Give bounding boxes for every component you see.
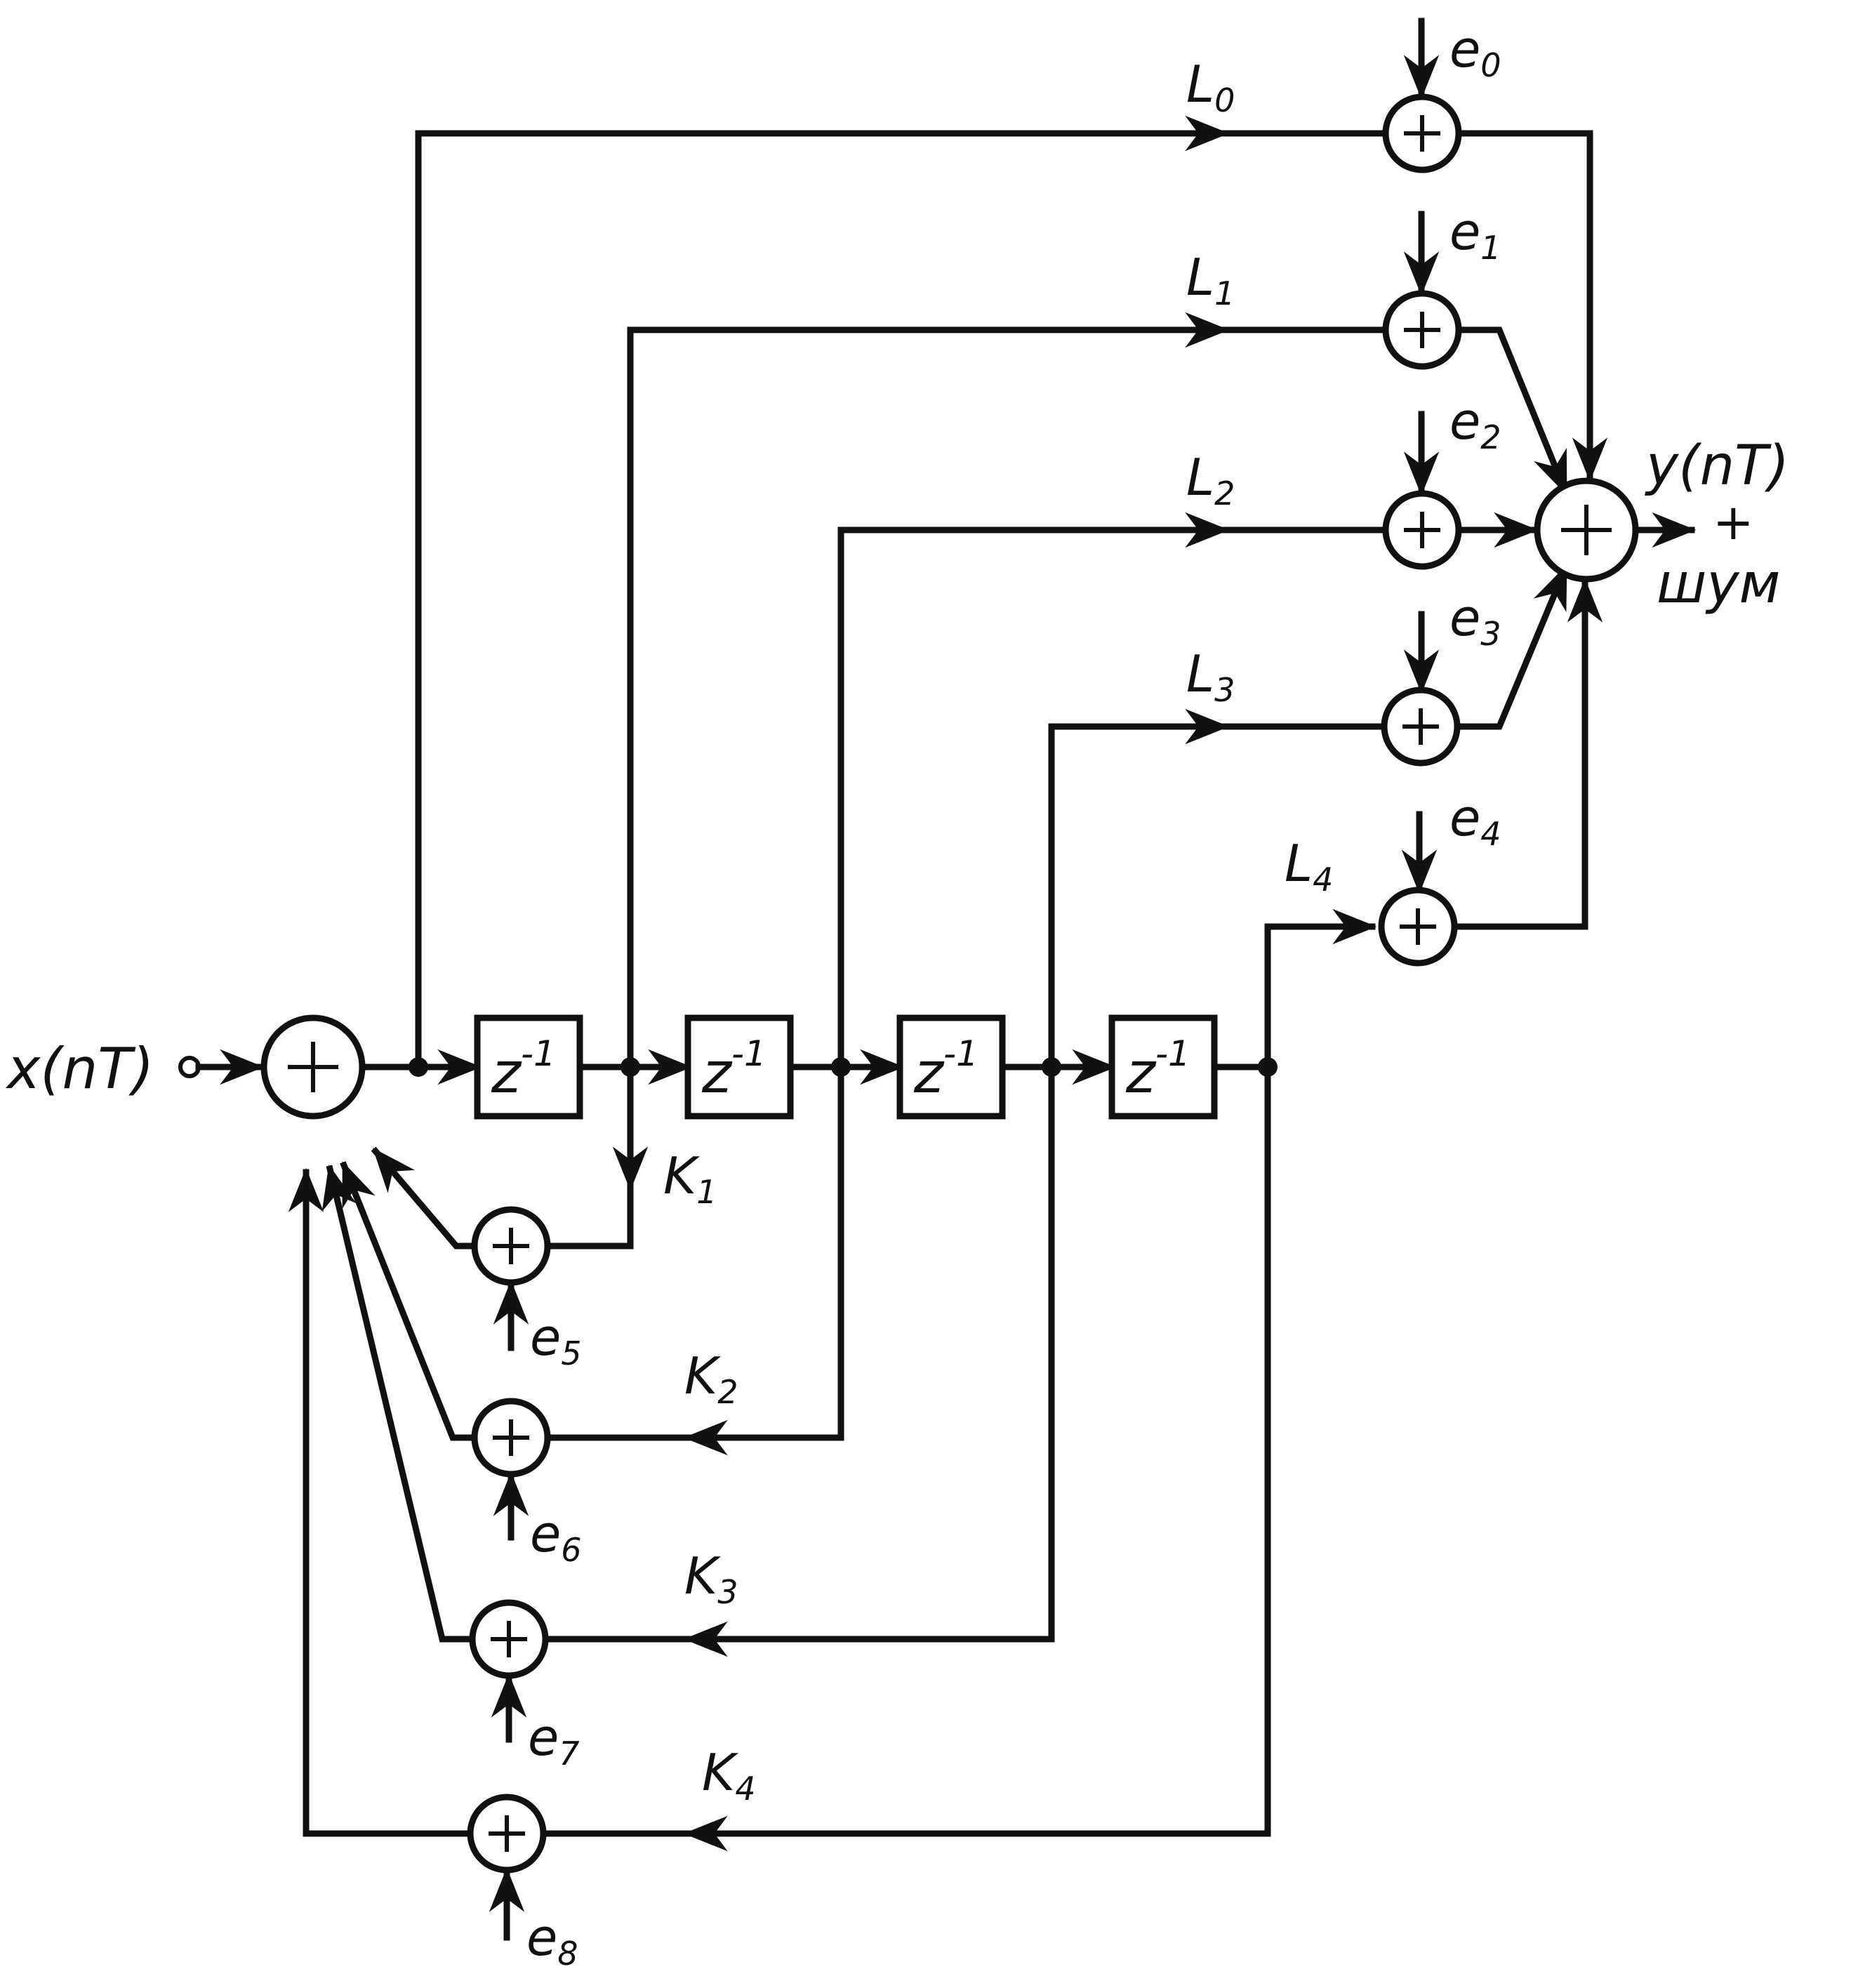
- wire-tap-L3: [1048, 708, 1230, 1071]
- delay-exp: -1: [1155, 1033, 1190, 1074]
- wire-tap-K3: [683, 1063, 1055, 1657]
- noise-adder-e2: [1382, 490, 1462, 570]
- delay-block: z-1: [896, 1014, 1006, 1120]
- output-adder: [1534, 477, 1639, 583]
- output-label-line3: шум: [1657, 552, 1780, 616]
- noise-adder-e8: [467, 1794, 547, 1874]
- svg-text:z-1: z-1: [1125, 1033, 1190, 1106]
- noise-label-e5: e5: [530, 1308, 582, 1372]
- junction-dots: [409, 1057, 1278, 1077]
- coeff-L0: L0: [1186, 55, 1235, 119]
- delay-block: z-1: [1108, 1014, 1218, 1120]
- coeff-L1: L1: [1186, 248, 1235, 312]
- delay-exp: -1: [731, 1033, 767, 1074]
- output-label-line2: +: [1713, 493, 1754, 551]
- wire-tap-K2: [683, 1063, 844, 1456]
- junction-dot: [409, 1057, 428, 1077]
- wire-K3-to-input: [321, 1164, 475, 1643]
- wire-L1-to-output: [1455, 326, 1570, 496]
- delay-base: z: [1125, 1040, 1157, 1106]
- wire-K1-to-input: [371, 1146, 477, 1250]
- wire-L0-to-output: [1455, 130, 1608, 482]
- coeff-L3: L3: [1186, 644, 1235, 709]
- delay-exp: -1: [521, 1033, 556, 1074]
- noise-label-e6: e6: [530, 1504, 582, 1569]
- coeff-K4: K4: [702, 1743, 756, 1808]
- output-label: y(nT) + шум: [1645, 435, 1789, 616]
- delay-block: z-1: [474, 1014, 583, 1120]
- delay-base: z: [701, 1040, 733, 1106]
- noise-adder-e0: [1382, 93, 1462, 173]
- noise-adder-e7: [469, 1599, 549, 1679]
- coeff-L2: L2: [1186, 448, 1235, 512]
- noise-label-e8: e8: [526, 1908, 578, 1973]
- junction-dot: [1042, 1057, 1061, 1077]
- coeff-L4: L4: [1285, 834, 1333, 899]
- delay-base: z: [913, 1040, 945, 1106]
- wire-tap-L4: [1264, 908, 1377, 1071]
- delay-exp: -1: [943, 1033, 978, 1074]
- svg-text:z-1: z-1: [701, 1033, 767, 1106]
- wire-L4-to-output: [1449, 578, 1603, 930]
- noise-label-e0: e0: [1449, 20, 1501, 84]
- delay-block: z-1: [684, 1014, 794, 1120]
- noise-label-e4: e4: [1449, 788, 1501, 853]
- output-label-line1: y(nT): [1645, 435, 1789, 498]
- wire-tap-L0: [415, 115, 1230, 1071]
- wire-L3-to-output: [1455, 564, 1570, 730]
- wire-tap-L1: [627, 312, 1230, 1071]
- junction-dot: [621, 1057, 640, 1077]
- svg-text:z-1: z-1: [913, 1033, 978, 1106]
- noise-adder-e3: [1381, 687, 1461, 767]
- svg-text:z-1: z-1: [491, 1033, 556, 1106]
- noise-label-e2: e2: [1449, 392, 1501, 456]
- noise-adder-e4: [1378, 887, 1458, 967]
- signal-wires: [178, 18, 1697, 1941]
- coeff-K3: K3: [684, 1546, 738, 1611]
- junction-dot: [1258, 1057, 1278, 1077]
- wire-tap-K4: [683, 1063, 1271, 1852]
- input-adder: [260, 1014, 366, 1120]
- coeff-K1: K1: [663, 1146, 717, 1211]
- wire-tap-L2: [837, 512, 1230, 1071]
- wire-K2-to-input: [340, 1161, 477, 1441]
- delay-base: z: [491, 1040, 522, 1106]
- junction-dot: [831, 1057, 851, 1077]
- coeff-K2: K2: [684, 1346, 738, 1411]
- noise-label-e1: e1: [1449, 202, 1501, 267]
- noise-label-e3: e3: [1449, 588, 1501, 653]
- input-label: x(nT): [5, 1036, 154, 1101]
- noise-label-e7: e7: [528, 1708, 580, 1772]
- noise-adder-e5: [471, 1206, 551, 1286]
- noise-adder-e1: [1382, 290, 1462, 370]
- noise-adder-e6: [471, 1398, 551, 1478]
- wire-K4-to-input: [288, 1167, 474, 1837]
